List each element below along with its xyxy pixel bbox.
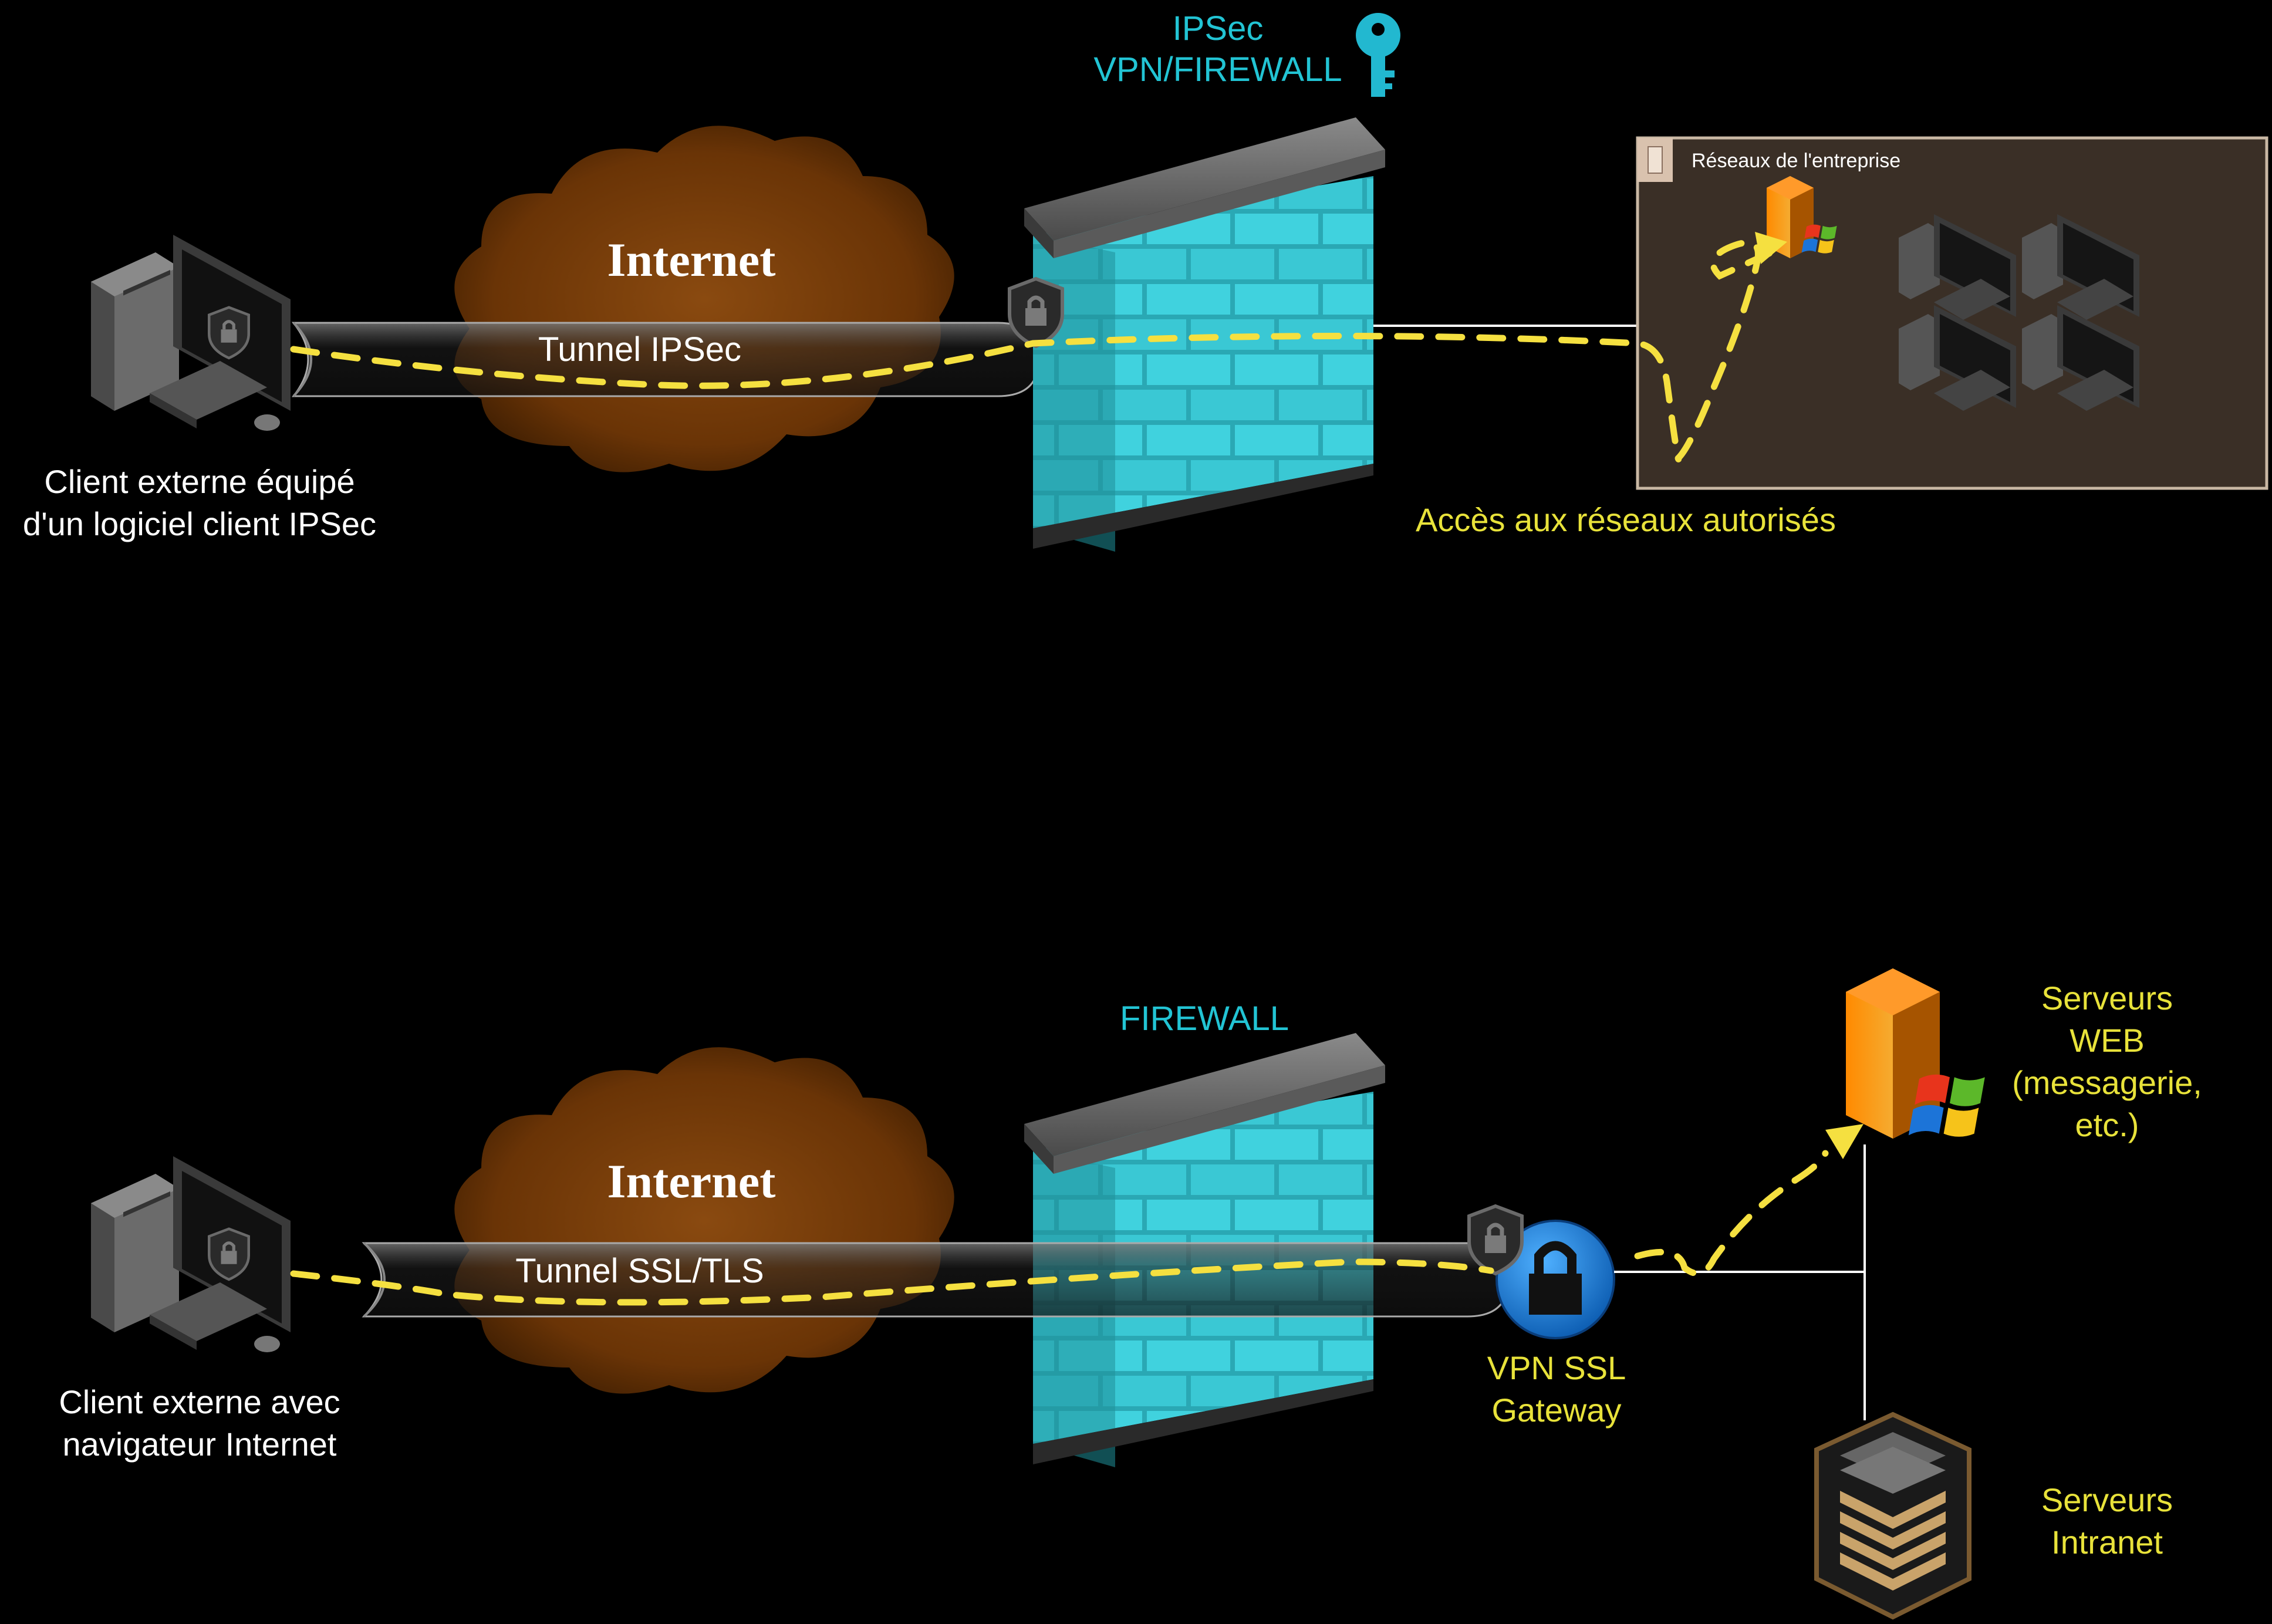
bottom-client-computer-icon <box>91 1156 291 1352</box>
web-server-icon <box>1846 968 1985 1139</box>
top-firewall-label-1: IPSec <box>1173 9 1264 48</box>
web-servers-label-4: etc.) <box>2075 1106 2139 1143</box>
bottom-client-label-2: navigateur Internet <box>63 1426 337 1463</box>
gateway-label-2: Gateway <box>1492 1392 1622 1429</box>
top-network-box <box>1636 136 2268 490</box>
key-icon <box>1356 13 1400 97</box>
gateway-label-1: VPN SSL <box>1487 1349 1626 1386</box>
intranet-servers-label-1: Serveurs <box>2041 1481 2173 1518</box>
bottom-tunnel-label: Tunnel SSL/TLS <box>515 1252 764 1290</box>
web-servers-label-2: WEB <box>2070 1022 2145 1059</box>
bottom-diagram: Internet FIREWALL Tunnel SSL/TLS Client … <box>59 968 2202 1620</box>
top-path-arrowhead <box>1755 232 1787 264</box>
top-firewall-label-2: VPN/FIREWALL <box>1093 50 1342 89</box>
top-firewall <box>1024 117 1385 552</box>
top-internet-cloud <box>454 126 954 472</box>
top-tunnel-label: Tunnel IPSec <box>538 330 741 369</box>
top-client-computer-icon <box>91 235 291 431</box>
top-client-label-1: Client externe équipé <box>44 463 355 500</box>
top-server-icon <box>1767 176 1837 258</box>
bottom-data-path <box>290 1150 1829 1306</box>
bottom-client-label-1: Client externe avec <box>59 1383 340 1420</box>
top-network-box-title: Réseaux de l'entreprise <box>1692 150 1900 172</box>
top-client-label-2: d'un logiciel client IPSec <box>23 505 376 542</box>
web-servers-label-1: Serveurs <box>2041 980 2173 1017</box>
server-rack-icon <box>1814 1412 1971 1620</box>
bottom-cloud-label: Internet <box>607 1154 776 1208</box>
top-shield-lock-icon <box>1010 279 1062 346</box>
bottom-path-arrowhead <box>1825 1124 1863 1159</box>
web-servers-label-3: (messagerie, <box>2012 1064 2202 1101</box>
bottom-firewall-label: FIREWALL <box>1120 1000 1289 1038</box>
top-cloud-label: Internet <box>607 233 776 286</box>
bottom-internet-cloud <box>454 1047 954 1394</box>
top-diagram: Internet Tunnel IPSec IPSec VPN/FIREWALL <box>23 9 2268 552</box>
vpn-ssl-gateway-icon <box>1495 1220 1615 1339</box>
intranet-servers-label-2: Intranet <box>2051 1524 2163 1561</box>
top-access-label: Accès aux réseaux autorisés <box>1416 501 1836 538</box>
bottom-shield-lock-icon <box>1469 1206 1522 1274</box>
